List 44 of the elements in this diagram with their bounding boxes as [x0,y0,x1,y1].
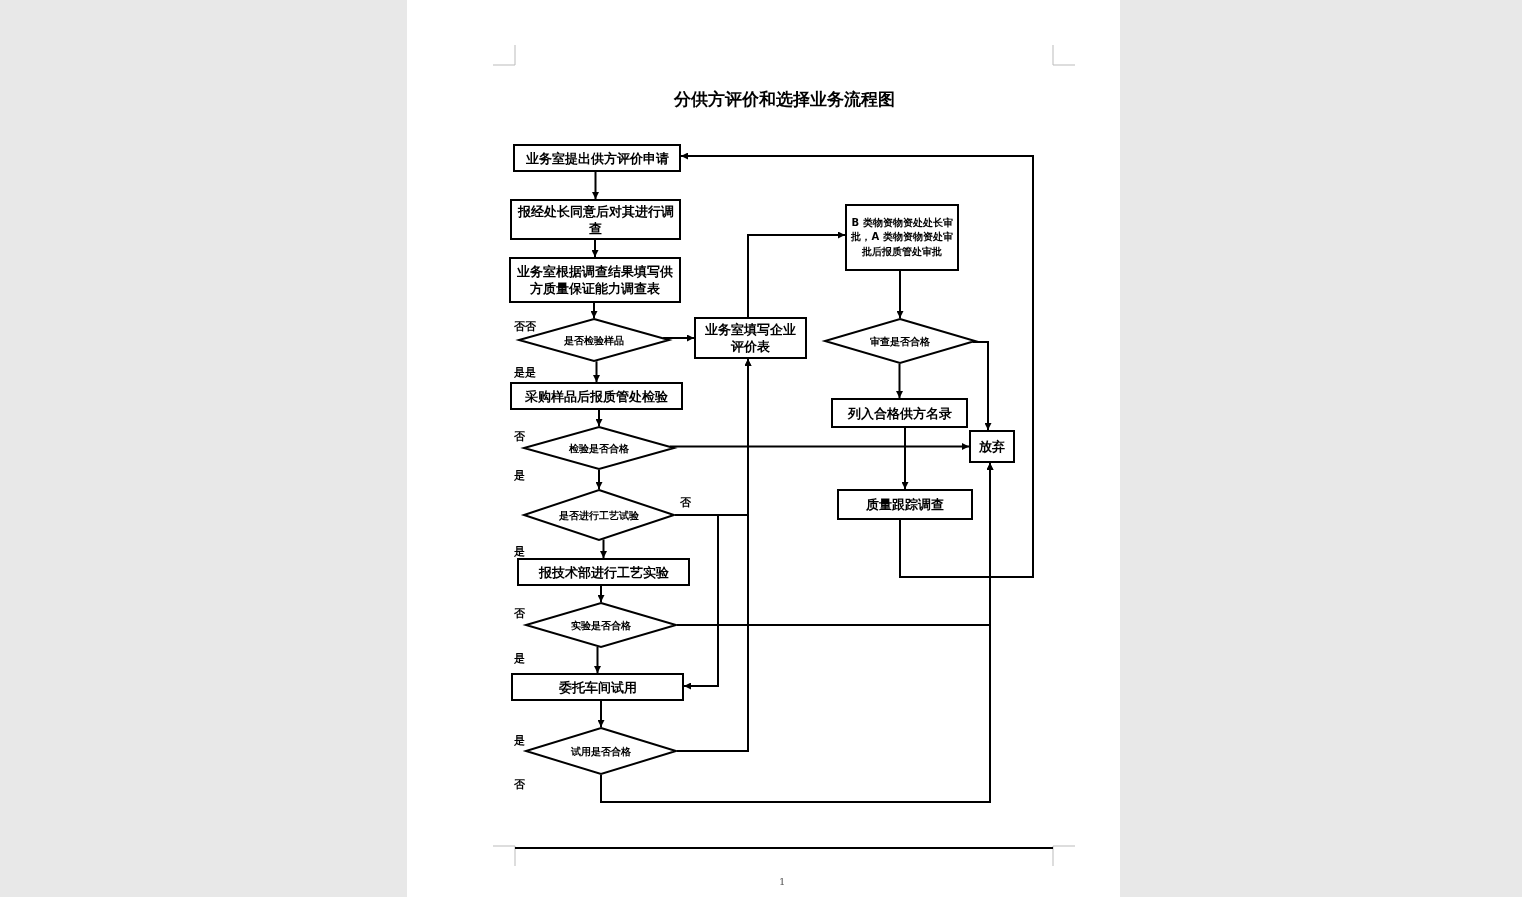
arrow [595,409,603,427]
arrow [674,514,719,690]
process-box: 放弃 [969,430,1015,463]
arrow [662,334,695,342]
arrow [896,362,903,399]
process-box: 列入合格供方名录 [831,398,968,428]
branch-label: 是是 [514,367,536,379]
branch-label: 是 [514,546,525,558]
process-box: 业务室填写企业评价表 [694,317,807,359]
decision-diamond: 是否进行工艺试验 [523,489,675,541]
arrow [747,231,846,318]
process-box: 业务室提出供方评价申请 [513,144,681,172]
process-box: 业务室根据调查结果填写供方质量保证能力调查表 [509,257,681,303]
arrow [680,152,1034,578]
branch-label: 是 [514,470,525,482]
process-box: 采购样品后报质管处检验 [510,382,683,410]
arrow [600,538,607,559]
arrow [676,358,752,752]
branch-label: 是 [514,653,525,665]
arrow [595,469,603,490]
process-box: 委托车间试用 [511,673,684,701]
process-box: B 类物资物资处处长审批，A 类物资物资处审批后报质管处审批 [845,204,959,271]
branch-label: 否 [514,608,525,620]
arrow [597,700,605,728]
arrow [590,302,598,319]
arrow [592,171,599,200]
page-number: 1 [779,876,786,888]
arrow [597,585,605,603]
branch-label: 否 [514,779,525,791]
arrow [594,645,601,674]
process-box: 报技术部进行工艺实验 [517,558,690,586]
arrow [901,427,909,490]
arrow [593,360,600,383]
decision-diamond: 实验是否合格 [525,602,677,648]
title: 分供方评价和选择业务流程图 [672,88,896,110]
branch-label: 否 [514,431,525,443]
branch-label: 否 [680,497,691,509]
process-box: 质量跟踪调查 [837,489,973,520]
process-box: 报经处长同意后对其进行调查 [510,199,681,240]
decision-diamond: 审查是否合格 [824,318,976,364]
arrow [600,462,994,803]
arrow [896,270,904,319]
arrow [591,239,599,258]
decision-diamond: 试用是否合格 [525,727,677,775]
